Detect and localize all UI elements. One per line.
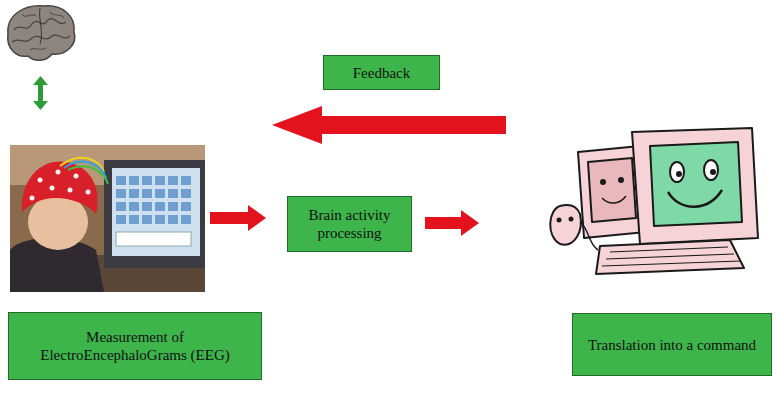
computer-cartoon <box>550 128 758 274</box>
feedback-box: Feedback <box>323 55 440 90</box>
flow-arrow <box>210 205 266 231</box>
translation-box: Translation into a command <box>572 313 772 376</box>
process-box: Brain activity processing <box>287 196 412 252</box>
feedback-arrow <box>272 106 506 144</box>
eeg-photo <box>10 145 205 292</box>
box-label: Translation into a command <box>588 336 756 354</box>
measurement-box: Measurement of ElectroEncephaloGrams (EE… <box>8 312 262 380</box>
double-arrow <box>33 76 48 110</box>
box-label: Brain activity processing <box>296 206 403 242</box>
box-label: Feedback <box>353 64 410 82</box>
brain-illustration <box>8 6 75 61</box>
box-label: Measurement of ElectroEncephaloGrams (EE… <box>17 328 253 364</box>
flow-arrow <box>425 210 479 236</box>
